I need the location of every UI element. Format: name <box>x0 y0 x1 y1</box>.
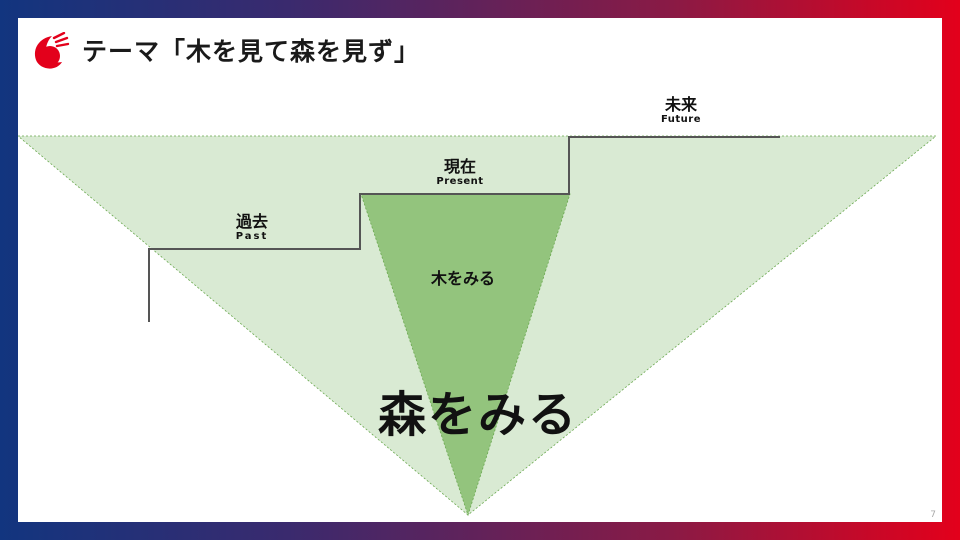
page-number: 7 <box>930 510 936 520</box>
brand-logo-icon <box>34 32 70 69</box>
timeline-step-line <box>148 136 780 322</box>
stage-past-label: 過去 Past <box>235 212 269 242</box>
stage-future-label: 未来 Future <box>660 95 702 125</box>
stage-present-label: 現在 Present <box>436 157 484 187</box>
page-title: テーマ「木を見て森を見ず」 <box>82 37 421 66</box>
slide: テーマ「木を見て森を見ず」 過去 Past 現在 Present 未来 Futu… <box>18 18 942 522</box>
forest-view-label: 森をみる <box>378 387 579 443</box>
tree-view-label: 木をみる <box>431 269 496 288</box>
time-perspective-diagram <box>18 135 938 517</box>
